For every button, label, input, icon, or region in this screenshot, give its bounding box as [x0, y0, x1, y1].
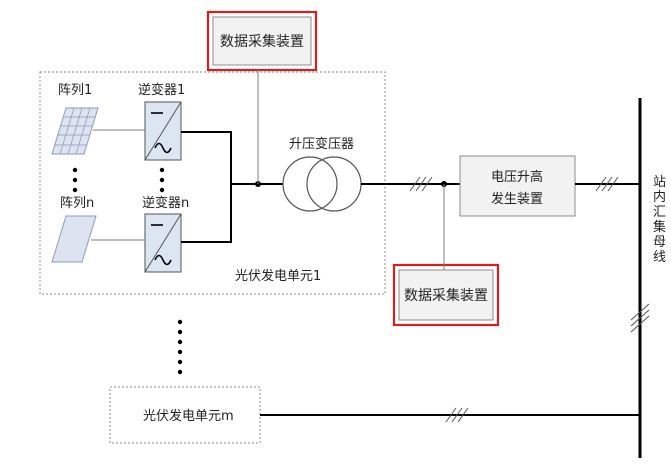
inverter-1-label: 逆变器1: [138, 82, 185, 98]
voltage-rise-device-label-line1: 电压升高: [491, 169, 543, 185]
solar-panel-icon: [51, 215, 97, 263]
array-1-label: 阵列1: [58, 83, 92, 98]
station-bus-char: 母: [653, 235, 666, 250]
three-phase-hatch-icon: [630, 303, 650, 333]
voltage-rise-device-label-line2: 发生装置: [491, 191, 543, 207]
three-phase-hatch-icon: [409, 176, 433, 192]
transformer-label: 升压变压器: [289, 136, 354, 152]
dc-ac-inverter-icon: [144, 101, 182, 161]
pv-unit-1-boundary: [39, 71, 386, 295]
station-bus-char: 集: [653, 219, 666, 235]
data-collector-top-label: 数据采集装置: [220, 33, 304, 50]
ellipsis-icon: [72, 167, 165, 193]
voltage-rise-device: 电压升高 发生装置: [459, 155, 576, 217]
solar-panel-icon: [51, 107, 99, 155]
pv-unit-m-label: 光伏发电单元m: [143, 408, 234, 424]
voltage-rise-device-box: [459, 155, 576, 217]
data-collector-mid-highlight: [392, 263, 500, 327]
station-bus-char: 汇: [653, 205, 666, 220]
station-bus-char: 内: [653, 189, 666, 205]
inverter-output-wires: [181, 131, 232, 243]
ellipsis-icon: [177, 319, 183, 375]
data-collector-top: 数据采集装置: [206, 10, 318, 72]
array-n-label: 阵列n: [60, 196, 94, 211]
data-collector-mid: 数据采集装置: [392, 263, 500, 327]
pv-unit-1-label: 光伏发电单元1: [235, 268, 321, 284]
three-phase-hatch-icon: [595, 176, 619, 192]
data-collector-mid-box: [398, 269, 494, 321]
data-collector-top-highlight: [206, 10, 318, 72]
station-bus-label: 站 内 汇 集 母 线: [653, 175, 666, 265]
station-bus-char: 站: [653, 175, 666, 190]
dc-ac-inverter-icon: [144, 213, 182, 273]
station-bus-char: 线: [653, 250, 666, 265]
three-phase-hatch-icon: [445, 407, 469, 423]
two-winding-transformer-icon: [282, 156, 362, 212]
inverter-n-label: 逆变器n: [142, 195, 189, 211]
data-collector-top-box: [212, 16, 312, 66]
data-collector-mid-label: 数据采集装置: [404, 287, 488, 304]
